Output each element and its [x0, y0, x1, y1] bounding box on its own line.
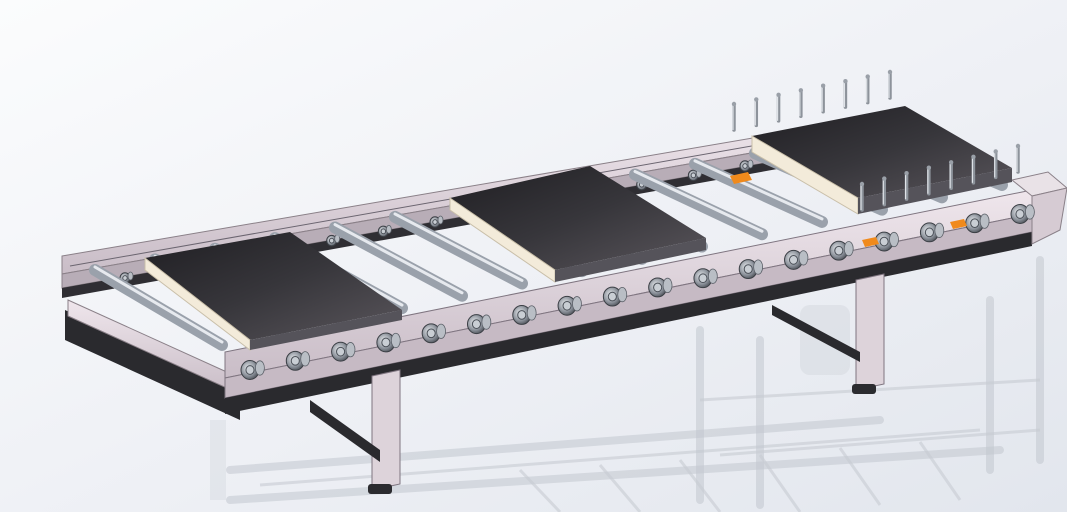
roller	[689, 157, 828, 228]
sprocket	[738, 259, 764, 280]
sprocket	[377, 224, 392, 238]
sprocket	[648, 277, 673, 298]
guide-pin	[971, 154, 976, 185]
guide-pin	[887, 69, 893, 100]
guide-pin	[798, 88, 804, 119]
guide-pin	[754, 97, 759, 128]
guide-pin	[904, 170, 909, 201]
guide-pin	[865, 74, 870, 105]
near-sprocket-row	[240, 204, 1035, 380]
roller	[329, 221, 468, 302]
roller	[629, 168, 768, 241]
guide-pin	[882, 176, 887, 207]
sprocket	[557, 295, 582, 316]
sprocket	[1010, 204, 1035, 224]
sprocket	[285, 350, 311, 371]
sprocket	[331, 341, 356, 362]
accent-blocks	[730, 172, 967, 247]
sprocket	[693, 268, 718, 289]
pallet-2	[449, 166, 706, 283]
leg-right	[855, 273, 885, 391]
sprocket	[602, 286, 628, 307]
sprocket	[466, 314, 492, 335]
sprocket	[784, 249, 809, 270]
pallet-1	[144, 232, 402, 352]
guide-pin	[843, 78, 848, 109]
sprocket	[919, 222, 945, 243]
sprocket	[512, 304, 537, 325]
guide-pin	[948, 160, 954, 191]
leg-left	[371, 369, 401, 491]
sprocket	[421, 323, 446, 344]
sprocket	[829, 240, 854, 261]
foot-right	[852, 384, 876, 394]
roller	[389, 210, 528, 290]
guide-pin	[776, 92, 781, 123]
sprocket	[240, 360, 265, 380]
guide-pin	[859, 181, 865, 212]
sprocket	[376, 332, 401, 353]
guide-pin	[820, 83, 826, 114]
guide-pin	[926, 165, 932, 196]
guide-pin	[731, 101, 737, 132]
foot-left	[368, 484, 392, 494]
guide-pins	[731, 69, 1021, 212]
sprocket	[874, 231, 899, 252]
sprocket	[965, 213, 990, 234]
sprocket	[429, 215, 444, 228]
guide-pin	[993, 149, 998, 180]
support-legs	[310, 273, 885, 494]
guide-pin	[1015, 143, 1021, 174]
sprocket	[739, 159, 754, 172]
roller	[89, 264, 228, 351]
sprocket	[326, 234, 341, 247]
